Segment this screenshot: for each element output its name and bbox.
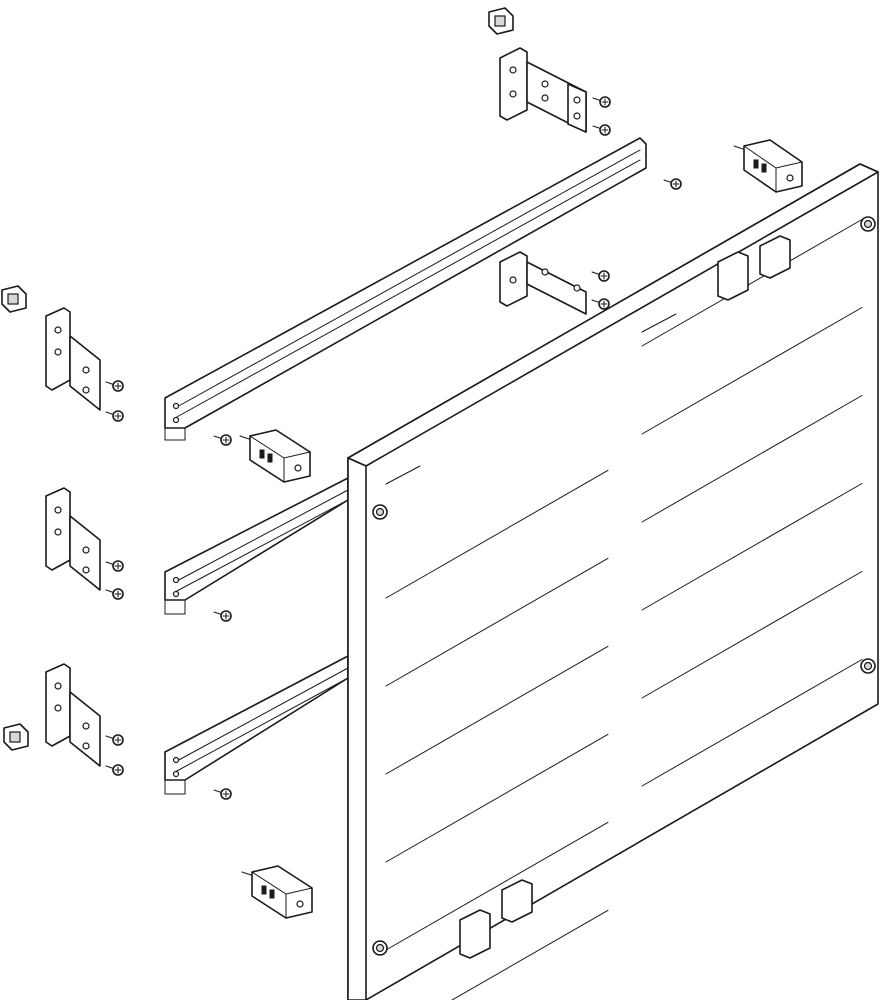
screw (105, 734, 124, 746)
rail-middle (164, 477, 349, 615)
rail-bottom (164, 655, 349, 795)
bracket-left-bottom (45, 663, 101, 767)
screw (591, 270, 610, 282)
groove-edge (385, 465, 421, 485)
cage-nut-left-top (1, 285, 27, 313)
bracket-left-top (45, 307, 101, 411)
bracket-top-upper (499, 47, 587, 133)
groove-edge (641, 313, 677, 333)
groove-left (385, 821, 609, 951)
panel-bolt (372, 940, 388, 956)
screw (592, 124, 611, 136)
screw (213, 788, 232, 800)
screw (105, 410, 124, 422)
panel-bolt (372, 504, 388, 520)
panel-bolts (372, 216, 876, 956)
bracket-left-middle (45, 487, 101, 591)
screw (105, 380, 124, 392)
bracket-middle-right (499, 251, 587, 315)
screw (592, 96, 611, 108)
cage-nut-left-bottom (3, 723, 29, 751)
screw (105, 560, 124, 572)
terminal-block-middle (239, 429, 311, 483)
groove-left (385, 557, 609, 687)
groove-right (641, 571, 863, 699)
screws (105, 96, 682, 800)
terminal-block-bottom (241, 865, 313, 919)
groove-right (641, 219, 863, 347)
cage-nut-top (488, 7, 514, 35)
screw (105, 588, 124, 600)
screw (663, 178, 682, 190)
screw (105, 764, 124, 776)
panel-clip-bottom (459, 879, 533, 959)
groove-left (385, 645, 609, 775)
panel-grooves (385, 219, 863, 1000)
screw (591, 298, 610, 310)
screw (213, 610, 232, 622)
groove-left (451, 909, 609, 1000)
rail-top (164, 137, 647, 441)
panel-bolt (860, 658, 876, 674)
groove-right (641, 307, 863, 435)
groove-left (385, 469, 609, 599)
screw (213, 434, 232, 446)
panel-clip-top (717, 235, 791, 301)
groove-right (641, 483, 863, 611)
cover-panel (347, 163, 879, 1000)
panel-bolt (860, 216, 876, 232)
terminal-block-top-right (733, 139, 803, 193)
groove-left (385, 733, 609, 863)
groove-right (641, 659, 863, 787)
groove-right (641, 395, 863, 523)
